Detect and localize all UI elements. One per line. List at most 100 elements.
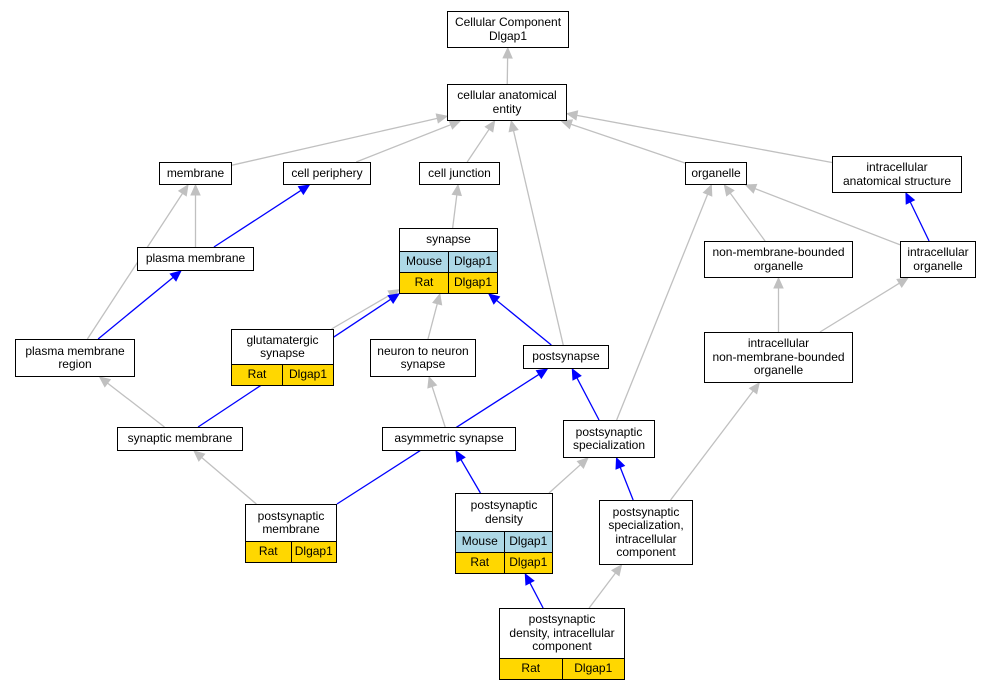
edge-arrowhead — [524, 572, 535, 586]
species-row-rat: Rat Dlgap1 — [456, 552, 552, 573]
edge-arrowhead — [451, 183, 462, 197]
edge-arrowhead — [98, 376, 112, 388]
node-cellular-component[interactable]: Cellular Component Dlgap1 — [447, 11, 569, 48]
node-intracellular-organelle[interactable]: intracellular organelle — [900, 241, 976, 278]
node-non-membrane-bounded-organelle[interactable]: non-membrane-bounded organelle — [704, 241, 853, 278]
edge-arrowhead — [297, 184, 311, 196]
species-row-mouse: Mouse Dlgap1 — [400, 251, 497, 272]
node-label: synaptic membrane — [127, 431, 233, 446]
edge-arrowhead — [484, 119, 496, 133]
node-synaptic-membrane[interactable]: synaptic membrane — [117, 427, 243, 451]
node-label: glutamatergic synapse — [246, 332, 319, 360]
edge-postsynaptic_density-to-asymmetric_synapse — [455, 449, 481, 494]
edge-non_membrane_bounded_organelle-to-organelle — [723, 184, 766, 242]
edge-arrowhead — [615, 456, 626, 470]
node-label: postsynaptic membrane — [257, 508, 325, 536]
edge-intracellular_organelle-to-organelle — [744, 183, 901, 246]
edge-arrowhead — [190, 183, 201, 196]
edge-line — [529, 582, 544, 609]
node-cell-periphery[interactable]: cell periphery — [283, 162, 371, 185]
node-plasma-membrane[interactable]: plasma membrane — [137, 247, 254, 271]
edge-plasma_membrane-to-cell_periphery — [213, 184, 311, 248]
edge-arrowhead — [565, 110, 579, 121]
edge-postsynaptic_specialization-to-organelle — [616, 183, 713, 421]
edge-line — [431, 386, 446, 428]
node-label: synapse — [426, 232, 471, 247]
node-postsynaptic-specialization-intracellular-component[interactable]: postsynaptic specialization, intracellul… — [599, 500, 693, 565]
edge-intracellular_anatomical_structure-to-cellular_anatomical_entity — [565, 110, 833, 164]
edge-postsynaptic_specialization_intracellular-to-intracellular_nmb_organelle — [670, 382, 760, 501]
node-organelle[interactable]: organelle — [685, 162, 747, 185]
species-cell: Rat — [414, 275, 434, 290]
edge-neuron_to_neuron_synapse-to-synapse — [427, 292, 443, 340]
node-cell-junction[interactable]: cell junction — [419, 162, 500, 185]
node-postsynaptic-specialization[interactable]: postsynaptic specialization — [563, 420, 655, 458]
node-glutamatergic-synapse[interactable]: glutamatergic synapse Rat Dlgap1 — [231, 329, 334, 386]
edge-arrowhead — [432, 292, 443, 306]
node-postsynaptic-density[interactable]: postsynaptic density Mouse Dlgap1 Rat Dl… — [455, 493, 553, 574]
edge-postsynaptic_specialization_intracellular-to-postsynaptic_specialization — [615, 456, 634, 501]
node-label: non-membrane-bounded organelle — [712, 245, 845, 273]
gene-cell: Dlgap1 — [561, 659, 625, 679]
edge-cell_junction-to-cellular_anatomical_entity — [466, 119, 496, 163]
node-intracellular-anatomical-structure[interactable]: intracellular anatomical structure — [832, 156, 962, 193]
edge-line — [201, 456, 257, 505]
node-synapse[interactable]: synapse Mouse Dlgap1 Rat Dlgap1 — [399, 228, 498, 294]
edge-line — [619, 467, 634, 501]
edge-line — [548, 464, 581, 494]
node-intracellular-non-membrane-bounded-organelle[interactable]: intracellular non-membrane-bounded organ… — [704, 332, 853, 383]
edge-asymmetric_synapse-to-neuron_to_neuron_synapse — [427, 375, 446, 428]
node-asymmetric-synapse[interactable]: asymmetric synapse — [382, 427, 516, 451]
edge-arrowhead — [508, 119, 519, 133]
edge-arrowhead — [896, 277, 909, 288]
edge-arrowhead — [560, 119, 574, 130]
edge-line — [466, 128, 490, 163]
edge-line — [496, 299, 552, 346]
species-cell: Rat — [247, 367, 267, 382]
species-cell: Rat — [470, 555, 490, 570]
node-cellular-anatomical-entity[interactable]: cellular anatomical entity — [447, 84, 567, 121]
species-row-rat: Rat Dlgap1 — [500, 658, 624, 679]
edge-arrowhead — [576, 457, 589, 469]
node-postsynaptic-membrane[interactable]: postsynaptic membrane Rat Dlgap1 — [245, 504, 337, 563]
node-neuron-to-neuron-synapse[interactable]: neuron to neuron synapse — [370, 339, 476, 377]
node-label: neuron to neuron synapse — [377, 343, 469, 371]
edge-arrowhead — [193, 450, 206, 462]
edge-arrowhead — [387, 293, 401, 305]
edge-plasma_membrane_region-to-plasma_membrane — [97, 270, 182, 340]
gene-cell: Dlgap1 — [290, 542, 337, 562]
edge-postsynapse-to-synapse — [487, 293, 552, 346]
edge-arrowhead — [487, 293, 501, 305]
edge-intracellular_nmb_organelle-to-non_membrane_bounded_organelle — [773, 276, 784, 332]
edge-line — [331, 294, 391, 330]
edge-arrowhead — [723, 184, 735, 197]
node-label: cellular anatomical entity — [457, 88, 557, 116]
edge-arrowhead — [169, 270, 182, 282]
edge-line — [754, 188, 901, 246]
edge-arrowhead — [610, 564, 623, 577]
edge-line — [231, 117, 438, 166]
gene-cell: Dlgap1 — [448, 252, 497, 272]
edge-arrowhead — [455, 449, 466, 463]
edge-postsynaptic_density_intracellular-to-postsynaptic_specialization_intracellular — [588, 564, 623, 609]
node-label: postsynapse — [532, 349, 600, 364]
edge-arrowhead — [748, 382, 760, 395]
node-plasma-membrane-region[interactable]: plasma membrane region — [15, 339, 135, 377]
edge-line — [452, 194, 458, 229]
node-postsynapse[interactable]: postsynapse — [523, 345, 609, 369]
edge-line — [427, 303, 438, 340]
gene-cell: Dlgap1 — [448, 273, 497, 293]
edge-plasma_membrane-to-membrane — [190, 183, 201, 247]
species-cell: Rat — [258, 544, 278, 559]
node-label: asymmetric synapse — [394, 431, 504, 446]
edge-synapse-to-cell_junction — [451, 183, 462, 229]
node-postsynaptic-density-intracellular-component[interactable]: postsynaptic density, intracellular comp… — [499, 608, 625, 680]
edge-arrowhead — [535, 368, 549, 380]
edge-postsynaptic_density-to-postsynaptic_specialization — [548, 457, 589, 494]
edge-line — [588, 572, 617, 609]
edge-arrowhead — [502, 46, 513, 59]
node-membrane[interactable]: membrane — [159, 162, 232, 185]
edge-intracellular_organelle-to-intracellular_anatomical_structure — [905, 191, 930, 242]
species-row-rat: Rat Dlgap1 — [400, 272, 497, 293]
